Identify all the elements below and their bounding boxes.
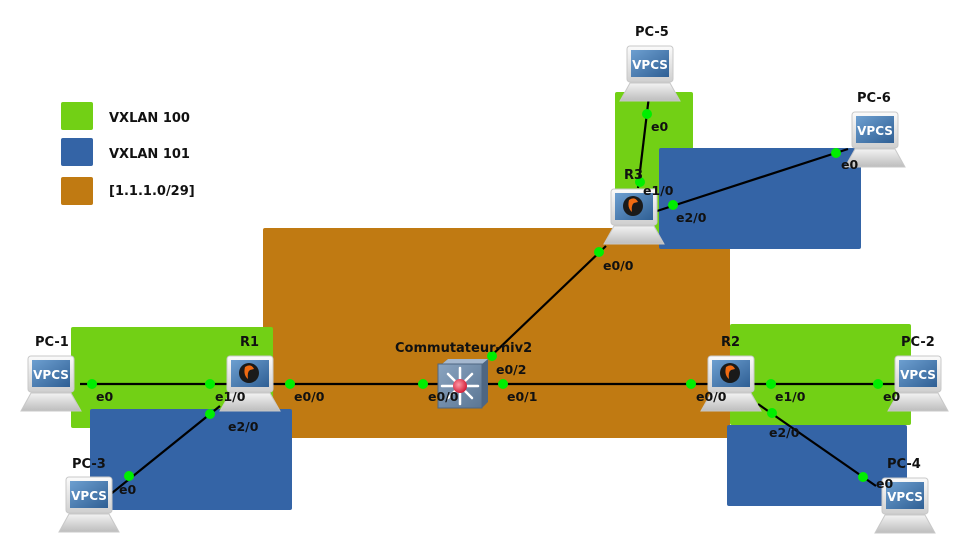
legend-swatch-vxlan100 bbox=[61, 102, 93, 130]
vpcs-pc-icon: VPCS bbox=[887, 355, 949, 412]
port-dot-r2-e0-0 bbox=[686, 379, 696, 389]
port-label-sw-e0-0: e0/0 bbox=[428, 389, 459, 404]
port-label-pc6-e0: e0 bbox=[841, 157, 859, 172]
port-dot-pc1-e0 bbox=[87, 379, 97, 389]
r2-label: R2 bbox=[721, 335, 741, 350]
vpcs-pc-icon: VPCS bbox=[619, 45, 681, 102]
port-label-r2-e0-0: e0/0 bbox=[696, 389, 727, 404]
legend-swatch-transit bbox=[61, 177, 93, 205]
port-label-sw-e0-1: e0/1 bbox=[507, 389, 538, 404]
pc3-label: PC-3 bbox=[72, 457, 106, 472]
port-label-pc1-e0: e0 bbox=[96, 389, 114, 404]
port-dot-pc4-e0 bbox=[858, 472, 868, 482]
qemu-router-icon bbox=[700, 355, 762, 412]
pc5-label: PC-5 bbox=[635, 25, 669, 40]
svg-text:VPCS: VPCS bbox=[857, 124, 893, 138]
port-dot-r2-e2-0 bbox=[767, 408, 777, 418]
vpcs-pc-icon: VPCS bbox=[874, 477, 936, 534]
port-label-r3-e0-0: e0/0 bbox=[603, 258, 634, 273]
transit-zone-1-1-1-0 bbox=[263, 228, 730, 438]
qemu-router-icon bbox=[219, 355, 281, 412]
vxlan100-zone-r2 bbox=[730, 324, 911, 425]
svg-text:VPCS: VPCS bbox=[887, 490, 923, 504]
port-dot-r1-e2-0 bbox=[205, 409, 215, 419]
svg-text:VPCS: VPCS bbox=[71, 489, 107, 503]
port-dot-pc5-e0 bbox=[642, 109, 652, 119]
r2-node[interactable] bbox=[699, 355, 763, 413]
r1-label: R1 bbox=[240, 335, 260, 350]
port-label-r1-e1-0: e1/0 bbox=[215, 389, 246, 404]
legend-swatch-vxlan101 bbox=[61, 138, 93, 166]
vpcs-pc-icon: VPCS bbox=[20, 355, 82, 412]
vpcs-pc-icon: VPCS bbox=[844, 111, 906, 168]
r3-label: R3 bbox=[624, 168, 644, 183]
port-label-sw-e0-2: e0/2 bbox=[496, 362, 527, 377]
vxlan101-zone-r1 bbox=[90, 409, 292, 510]
port-dot-r3-e2-0 bbox=[668, 200, 678, 210]
pc1-label: PC-1 bbox=[35, 335, 69, 350]
legend-label-vxlan100: VXLAN 100 bbox=[109, 111, 190, 126]
link-r2-pc4 bbox=[757, 403, 877, 487]
port-dot-pc6-e0 bbox=[831, 148, 841, 158]
qemu-router-icon bbox=[603, 188, 665, 245]
port-label-pc4-e0: e0 bbox=[876, 476, 894, 491]
port-label-r2-e2-0: e2/0 bbox=[769, 425, 800, 440]
pc6-node[interactable]: VPCS bbox=[843, 111, 907, 169]
legend-label-transit: [1.1.1.0/29] bbox=[109, 184, 195, 199]
port-dot-r3-e1-0 bbox=[635, 177, 645, 187]
port-dot-pc3-e0 bbox=[124, 471, 134, 481]
port-label-pc3-e0: e0 bbox=[119, 482, 137, 497]
pc4-label: PC-4 bbox=[887, 457, 921, 472]
r1-node[interactable] bbox=[218, 355, 282, 413]
pc2-node[interactable]: VPCS bbox=[886, 355, 950, 413]
port-dot-sw-e0-2 bbox=[487, 351, 497, 361]
vxlan101-zone-r2 bbox=[727, 425, 907, 506]
port-label-r2-e1-0: e1/0 bbox=[775, 389, 806, 404]
port-label-r1-e2-0: e2/0 bbox=[228, 419, 259, 434]
port-dot-r1-e0-0 bbox=[285, 379, 295, 389]
port-label-r3-e2-0: e2/0 bbox=[676, 210, 707, 225]
pc4-node[interactable]: VPCS bbox=[873, 477, 937, 535]
port-label-r1-e0-0: e0/0 bbox=[294, 389, 325, 404]
port-label-pc2-e0: e0 bbox=[883, 389, 901, 404]
port-dot-r3-e0-0 bbox=[594, 247, 604, 257]
pc6-label: PC-6 bbox=[857, 91, 891, 106]
link-r3-pc6 bbox=[656, 147, 849, 213]
svg-text:VPCS: VPCS bbox=[632, 58, 668, 72]
pc3-node[interactable]: VPCS bbox=[57, 476, 121, 534]
switch-node[interactable] bbox=[436, 358, 492, 410]
port-dot-sw-e0-0 bbox=[418, 379, 428, 389]
pc2-label: PC-2 bbox=[901, 335, 935, 350]
link-sw-r3 bbox=[489, 245, 607, 358]
l2-switch-icon bbox=[437, 359, 488, 409]
port-dot-r2-e1-0 bbox=[766, 379, 776, 389]
port-dot-sw-e0-1 bbox=[498, 379, 508, 389]
vpcs-pc-icon: VPCS bbox=[58, 476, 120, 533]
port-dot-pc2-e0 bbox=[873, 379, 883, 389]
svg-text:VPCS: VPCS bbox=[33, 368, 69, 382]
pc5-node[interactable]: VPCS bbox=[618, 45, 682, 103]
r3-node[interactable] bbox=[602, 188, 666, 246]
pc1-node[interactable]: VPCS bbox=[19, 355, 83, 413]
switch-label: Commutateur-niv2 bbox=[395, 341, 533, 356]
port-label-pc5-e0: e0 bbox=[651, 119, 669, 134]
svg-text:VPCS: VPCS bbox=[900, 368, 936, 382]
port-dot-r1-e1-0 bbox=[205, 379, 215, 389]
legend-label-vxlan101: VXLAN 101 bbox=[109, 147, 190, 162]
port-label-r3-e1-0: e1/0 bbox=[643, 183, 674, 198]
